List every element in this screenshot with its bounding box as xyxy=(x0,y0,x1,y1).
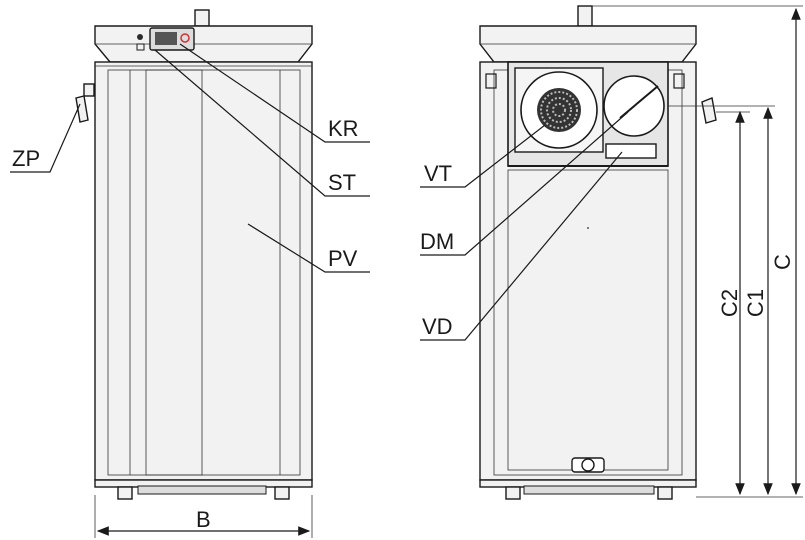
control-knob xyxy=(180,33,190,43)
label-vt: VT xyxy=(424,161,452,186)
dim-label-b: B xyxy=(196,507,211,532)
front-door-panel xyxy=(145,69,203,476)
label-zp: ZP xyxy=(12,146,40,171)
front-body xyxy=(94,61,313,481)
rear-view xyxy=(479,5,717,500)
front-flue-stub xyxy=(194,9,210,27)
rear-flue-stub xyxy=(577,5,593,27)
label-vd: VD xyxy=(422,314,453,339)
fan-grille xyxy=(537,88,581,132)
control-display xyxy=(155,32,177,45)
dimension-lines xyxy=(94,5,803,538)
dim-label-c: C xyxy=(770,254,795,270)
front-view xyxy=(75,9,313,500)
label-kr: KR xyxy=(328,116,359,141)
side-connection-zp xyxy=(75,95,89,123)
leader-lines xyxy=(10,43,629,341)
dim-label-c1: C1 xyxy=(743,289,768,317)
drain-valve xyxy=(571,457,605,473)
label-pv: PV xyxy=(328,246,358,271)
label-st: ST xyxy=(328,170,356,195)
inspection-port-vd xyxy=(605,143,657,159)
label-dm: DM xyxy=(420,229,454,254)
front-indicator xyxy=(137,34,143,40)
dim-label-c2: C2 xyxy=(717,289,742,317)
